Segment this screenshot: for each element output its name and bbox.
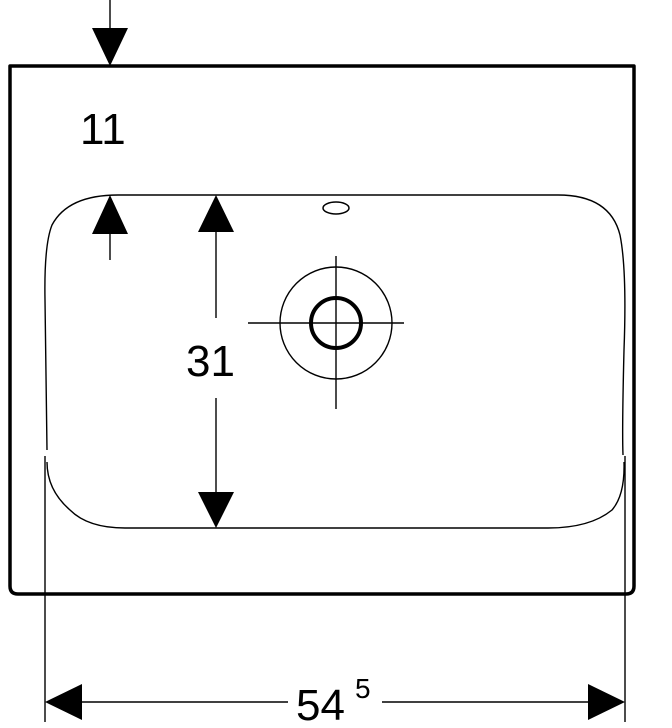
overflow-hole [322, 201, 350, 215]
width-dimension-arrowhead-left [45, 684, 82, 720]
width-dimension-arrowhead-right [588, 684, 625, 720]
inner-bowl-outline-left [44, 194, 119, 451]
depth-dimension-arrowhead-up [198, 195, 234, 232]
width-main-label: 54 [296, 681, 345, 728]
top-offset-label: 11 [80, 105, 126, 154]
top-dimension-arrowhead-down [92, 28, 128, 66]
inner-bowl-outline [118, 194, 626, 456]
outer-basin-outline [8, 64, 636, 596]
depth-dimension-arrowhead-down [198, 492, 234, 528]
basin-depth-label: 31 [186, 337, 235, 386]
width-superscript-label: 5 [355, 673, 371, 704]
top-dimension-arrowhead-up [92, 195, 128, 234]
inner-bowl-outline-bottom [46, 461, 625, 529]
